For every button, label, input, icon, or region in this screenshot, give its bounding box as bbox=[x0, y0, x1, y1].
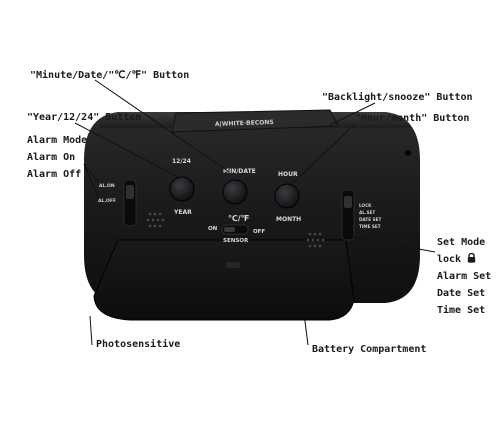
time-set-label: Time Set bbox=[437, 305, 486, 316]
hour-button-bottom-label: MONTH bbox=[276, 216, 301, 223]
callout-year-button: "Year/12/24" Button bbox=[27, 112, 142, 123]
year-button-top-label: 12/24 bbox=[172, 158, 191, 165]
year-button-bottom-label: YEAR bbox=[173, 209, 192, 216]
set-switch-label-alarm: AL.SET bbox=[359, 210, 375, 215]
alarm-switch-label-off: AL.OFF bbox=[98, 198, 116, 204]
callout-alarm-mode: Alarm Mode Alarm On Alarm Off bbox=[27, 132, 87, 183]
cf-label: ℃/℉ bbox=[228, 214, 250, 223]
alarm-on-label: Alarm On bbox=[27, 152, 76, 163]
lock-label: lock bbox=[437, 254, 462, 265]
set-mode-label: Set Mode bbox=[437, 237, 486, 248]
callout-backlight-snooze-button: "Backlight/snooze" Button bbox=[322, 92, 473, 103]
alarm-set-label: Alarm Set bbox=[437, 271, 492, 282]
min-date-button-label: MIN/DATE bbox=[223, 168, 256, 175]
indicator-dot bbox=[405, 150, 411, 156]
callout-minute-date-button: "Minute/Date/"℃/℉" Button bbox=[30, 70, 190, 81]
callout-photosensitive: Photosensitive bbox=[96, 339, 181, 350]
sensor-on-label: ON bbox=[208, 226, 218, 232]
leader-lines bbox=[74, 79, 436, 346]
lock-label-row: lock bbox=[437, 251, 491, 268]
set-switch-label-time: TIME SET bbox=[359, 224, 381, 229]
alarm-mode-label: Alarm Mode bbox=[27, 135, 88, 146]
speaker-grille-left bbox=[146, 212, 165, 228]
set-switch-label-lock: LOCK bbox=[359, 203, 372, 208]
sensor-label: SENSOR bbox=[223, 238, 249, 244]
year-button[interactable] bbox=[169, 176, 195, 202]
date-set-label: Date Set bbox=[437, 288, 486, 299]
min-date-button[interactable] bbox=[222, 179, 248, 205]
alarm-off-label: Alarm Off bbox=[27, 169, 82, 180]
alarm-switch-label-on: AL.ON bbox=[99, 183, 115, 189]
speaker-grille-right bbox=[306, 232, 325, 248]
hour-button-top-label: HOUR bbox=[278, 171, 298, 178]
padlock-icon bbox=[467, 252, 476, 263]
set-switch-label-date: DATE SET bbox=[359, 217, 381, 222]
callout-set-mode: Set Mode lock Alarm Set Date Set Time Se… bbox=[437, 234, 491, 319]
callout-battery-compartment: Battery Compartment bbox=[312, 344, 427, 355]
battery-door[interactable] bbox=[93, 239, 355, 321]
hour-button[interactable] bbox=[274, 183, 300, 209]
top-button-text: A|WHITE·BECONS bbox=[215, 119, 274, 128]
battery-door-latch bbox=[226, 262, 240, 268]
sensor-off-label: OFF bbox=[253, 229, 265, 235]
backlight-snooze-bar[interactable] bbox=[171, 109, 339, 133]
callout-hour-month-button: "Hour/month" Button bbox=[355, 113, 470, 124]
